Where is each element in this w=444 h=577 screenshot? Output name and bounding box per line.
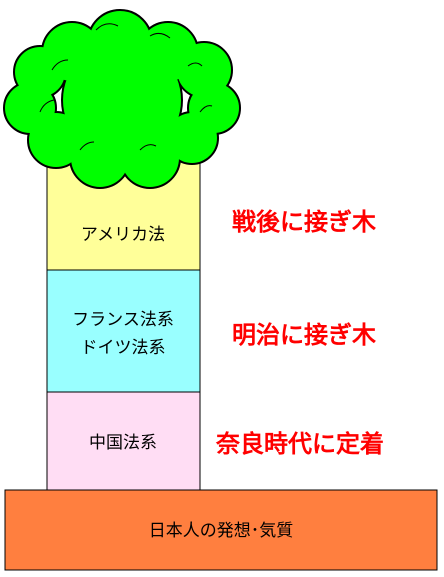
annotation-nara: 奈良時代に定着 (215, 430, 384, 458)
foundation-label: 日本人の発想･気質 (149, 521, 294, 541)
layer-french-german (46, 269, 201, 393)
foundation-block (4, 489, 438, 571)
layer-french-german-label-line2: ドイツ法系 (81, 338, 166, 358)
tree-crown (3, 9, 241, 189)
layer-french-german-label-line1: フランス法系 (72, 310, 174, 330)
layer-chinese (46, 391, 201, 491)
layer-chinese-label: 中国法系 (89, 433, 157, 453)
annotation-meiji: 明治に接ぎ木 (232, 321, 377, 349)
layer-american-label: アメリカ法 (81, 225, 165, 245)
annotation-postwar: 戦後に接ぎ木 (232, 208, 377, 236)
